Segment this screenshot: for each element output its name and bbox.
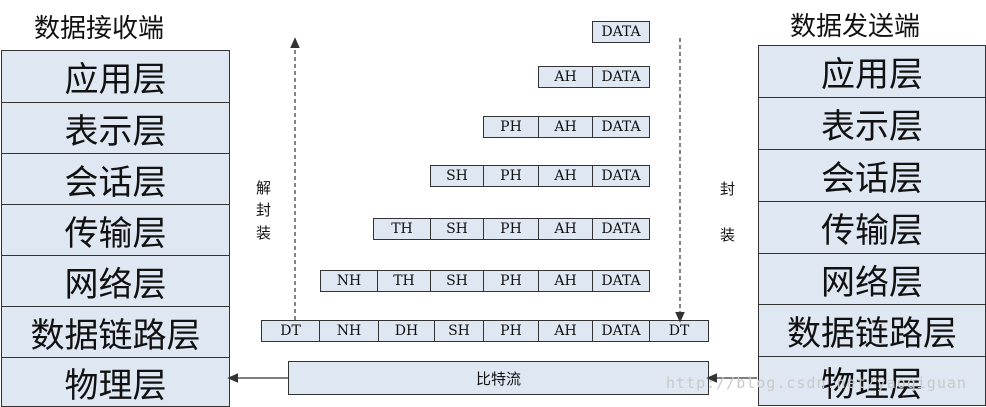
receiver-layer-stack: 应用层表示层会话层传输层网络层数据链路层物理层 — [1, 50, 230, 407]
header-cell-data: DATA — [592, 165, 650, 187]
header-cell-ph: PH — [483, 116, 539, 138]
receiver-title: 数据接收端 — [34, 14, 165, 44]
header-cell-nh: NH — [320, 270, 378, 292]
header-cell-sh: SH — [430, 165, 484, 187]
header-cell-ah: AH — [538, 218, 593, 240]
header-cell-ah: AH — [538, 165, 593, 187]
decap-label-1: 解 — [256, 179, 272, 197]
header-cell-data: DATA — [592, 270, 650, 292]
bitstream-bar: 比特流 — [288, 361, 709, 395]
sender-layer: 网络层 — [759, 253, 985, 304]
decap-label-2: 封 — [256, 201, 272, 219]
receiver-layer: 会话层 — [2, 153, 229, 204]
header-cell-ah: AH — [538, 116, 593, 138]
receiver-layer: 数据链路层 — [2, 306, 229, 357]
sender-layer: 表示层 — [759, 97, 985, 149]
receiver-layer: 网络层 — [2, 255, 229, 306]
header-cell-data: DATA — [592, 116, 650, 138]
header-cell-ph: PH — [483, 270, 539, 292]
header-cell-data: DATA — [592, 218, 650, 240]
header-cell-ph: PH — [483, 320, 539, 342]
sender-layer: 会话层 — [759, 149, 985, 201]
header-cell-dh: DH — [378, 320, 435, 342]
bitstream-label: 比特流 — [475, 369, 521, 388]
receiver-layer: 传输层 — [2, 204, 229, 255]
sender-layer: 物理层 — [759, 356, 985, 405]
header-cell-nh: NH — [319, 320, 379, 342]
receiver-layer: 表示层 — [2, 102, 229, 153]
header-cell-th: TH — [377, 270, 431, 292]
header-cell-th: TH — [373, 218, 431, 240]
receiver-layer: 应用层 — [2, 51, 229, 102]
header-cell-ph: PH — [483, 165, 539, 187]
decap-label-3: 装 — [256, 224, 272, 242]
header-cell-data: DATA — [592, 66, 650, 88]
sender-layer: 传输层 — [759, 201, 985, 253]
sender-layer: 应用层 — [759, 46, 985, 97]
encap-label-2: 装 — [720, 226, 736, 244]
header-cell-data: DATA — [592, 21, 650, 43]
header-cell-sh: SH — [434, 320, 484, 342]
sender-layer-stack: 应用层表示层会话层传输层网络层数据链路层物理层 — [758, 45, 986, 406]
header-cell-data: DATA — [592, 320, 650, 342]
sender-layer: 数据链路层 — [759, 304, 985, 356]
sender-title: 数据发送端 — [790, 12, 921, 42]
receiver-layer: 物理层 — [2, 357, 229, 406]
encap-label-1: 封 — [720, 180, 736, 198]
